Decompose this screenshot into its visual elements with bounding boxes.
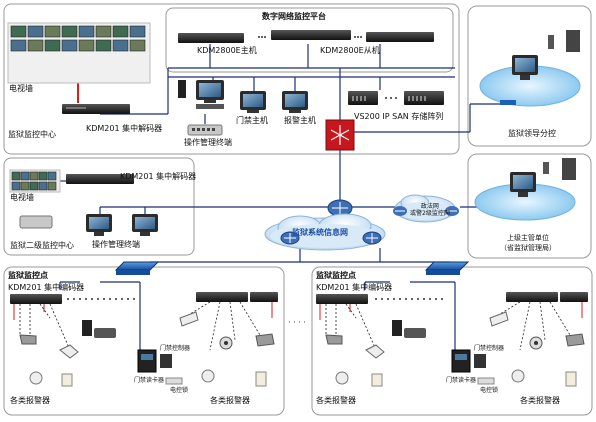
main-decoder (62, 104, 130, 114)
point1-lock-label: 电控锁 (170, 387, 189, 394)
secondary-tv-wall (9, 169, 61, 193)
superior-panel (467, 153, 592, 259)
router-right (362, 231, 382, 245)
gov-router-left (393, 206, 407, 216)
superior-desk (474, 158, 576, 221)
point1-card-label: 门禁读卡器 (134, 377, 165, 384)
tv-screen (20, 181, 30, 191)
tv-screen (10, 39, 27, 52)
gov-network-label: 政法网 或警2级监控网 (410, 203, 450, 217)
point2-alarm-label-a: 各类报警器 (316, 396, 356, 405)
alarm-host-label: 报警主机 (284, 116, 316, 125)
encoder-2c (560, 292, 588, 302)
monitoring-center-panel (3, 3, 460, 155)
secondary-ops (19, 214, 158, 236)
prison-network-label: 监狱系统信息网 (292, 228, 348, 237)
network-wires (59, 44, 510, 350)
encoder-1c (250, 292, 278, 302)
tv-wall-label: 电视墙 (9, 84, 33, 93)
tv-screen (38, 171, 48, 181)
leader-label: 监狱领导分控 (508, 129, 556, 138)
tv-screen (112, 39, 129, 52)
encoder-1a (10, 294, 62, 304)
router-left (280, 231, 300, 245)
tv-screen (27, 25, 44, 38)
slave-server-label: KDM2800E从机 (320, 46, 380, 55)
encoder-2a (316, 294, 368, 304)
platform-panel (165, 7, 454, 73)
superior-label: 上级主管单位 （省监狱管理局） (500, 234, 556, 252)
tv-screen (61, 25, 78, 38)
switch-point-2 (424, 261, 470, 275)
point2-encoder-label: KDM201 集中编码器 (316, 283, 393, 292)
secondary-decoder-label: KDM201 集中解码器 (120, 172, 197, 181)
point1-alarm-label-a: 各类报警器 (10, 396, 50, 405)
ops-terminal-main (178, 80, 224, 136)
tv-screen (95, 25, 112, 38)
tv-screen (61, 39, 78, 52)
alarm-detectors-1 (29, 369, 267, 387)
master-server (178, 33, 244, 43)
point2-lock-label: 电控锁 (480, 387, 499, 394)
point1-title: 监狱监控点 (8, 271, 48, 280)
platform-servers (178, 30, 434, 43)
alarm-detectors-2 (335, 369, 577, 387)
tv-screen (11, 181, 21, 191)
tv-screen (78, 25, 95, 38)
secondary-tv-label: 电视墙 (10, 193, 34, 202)
tv-screen (95, 39, 112, 52)
storage-array (348, 91, 444, 105)
point2-title: 监狱监控点 (316, 271, 356, 280)
monitoring-center-label: 监狱监控中心 (8, 130, 56, 139)
tv-screen (112, 25, 129, 38)
access-host-label: 门禁主机 (236, 116, 268, 125)
point1-alarm-label-b: 各类报警器 (210, 396, 250, 405)
storage-label: VS200 IP SAN 存储阵列 (354, 112, 444, 121)
tv-screen (10, 25, 27, 38)
tv-screen (29, 171, 39, 181)
tv-screen (47, 171, 57, 181)
tv-screen (29, 181, 39, 191)
firewall (325, 119, 355, 151)
tv-wall-main (7, 22, 151, 84)
tv-screen (44, 25, 61, 38)
point1-encoder-label: KDM201 集中编码器 (8, 283, 85, 292)
encoder-2b (506, 292, 558, 302)
tv-screen (129, 25, 146, 38)
access-host-pc (240, 91, 266, 113)
main-server (271, 30, 351, 40)
tv-screen (27, 39, 44, 52)
between-points-ellipsis: · · · · (288, 318, 306, 327)
secondary-center-label: 监狱二级监控中心 (10, 241, 74, 250)
tv-screen (129, 39, 146, 52)
tv-screen (20, 171, 30, 181)
point2-devices (316, 292, 588, 387)
tv-screen (11, 171, 21, 181)
leader-desk (479, 30, 581, 107)
point1-devices (10, 292, 278, 387)
master-server-label: KDM2800E主机 (197, 46, 257, 55)
platform-title: 数字网络监控平台 (262, 12, 326, 21)
gov-network-cloud (394, 194, 456, 223)
encoder-1b (196, 292, 248, 302)
secondary-decoder (66, 174, 134, 184)
tv-screen (44, 39, 61, 52)
tv-screen (38, 181, 48, 191)
point2-access-label: 门禁控制器 (474, 345, 505, 352)
main-decoder-label: KDM201 集中解码器 (86, 124, 163, 133)
secondary-ops-label: 操作管理终端 (92, 240, 140, 249)
gov-router-right (445, 206, 459, 216)
slave-server (366, 32, 434, 42)
switch-point-1 (114, 261, 160, 275)
point1-access-label: 门禁控制器 (160, 345, 191, 352)
alarm-host-pc (282, 91, 308, 113)
tv-screen (47, 181, 57, 191)
tv-screen (78, 39, 95, 52)
ops-terminal-label: 操作管理终端 (184, 138, 232, 147)
point2-card-label: 门禁读卡器 (446, 377, 477, 384)
point2-alarm-label-b: 各类报警器 (520, 396, 560, 405)
leader-panel (467, 5, 592, 147)
